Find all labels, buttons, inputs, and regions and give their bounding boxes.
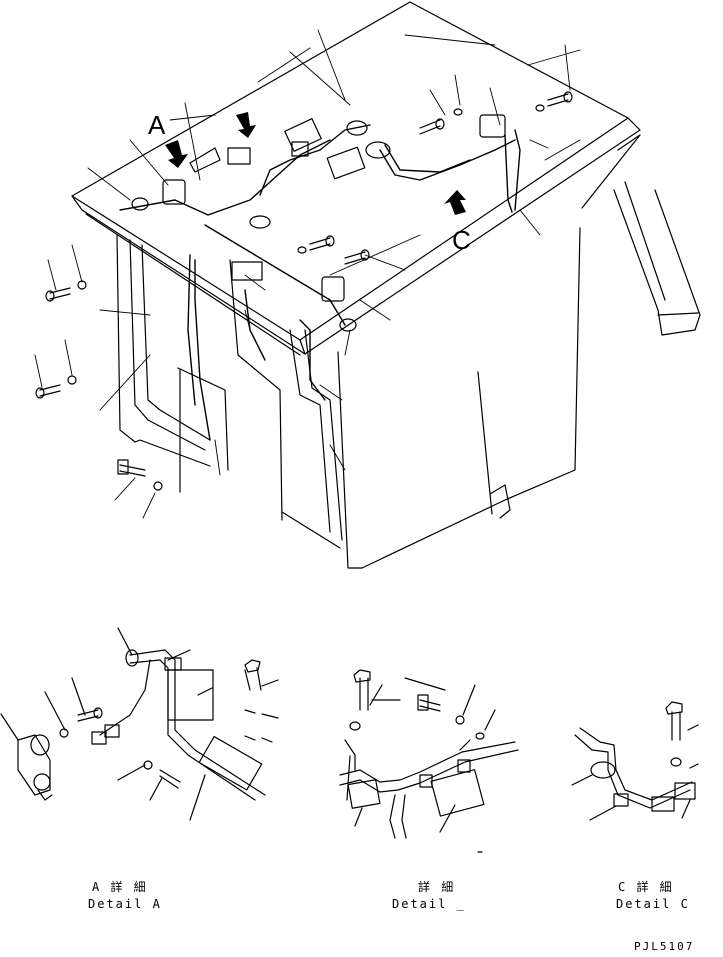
bolts bbox=[35, 91, 573, 491]
caption-c-jp: C 詳 細 bbox=[618, 880, 674, 894]
drawing-code: PJL5107 bbox=[634, 940, 695, 953]
components bbox=[131, 114, 506, 332]
callout-a: A bbox=[148, 110, 166, 140]
caption-a-jp: A 詳 細 bbox=[92, 880, 148, 894]
view-arrows bbox=[165, 112, 466, 215]
callout-c: C bbox=[452, 225, 471, 255]
detail-a bbox=[0, 627, 279, 821]
detail-c bbox=[571, 701, 699, 821]
detail-b bbox=[339, 669, 519, 853]
leader-lines bbox=[34, 29, 581, 519]
caption-a-en: Detail A bbox=[88, 897, 162, 911]
caption-c-en: Detail C bbox=[616, 897, 690, 911]
caption-b-en: Detail _ bbox=[392, 897, 466, 911]
caption-b-jp: 詳 細 bbox=[418, 880, 456, 894]
cab-roof-outline bbox=[71, 1, 641, 356]
cab-body-outline bbox=[116, 134, 641, 569]
wiring-harness bbox=[119, 124, 521, 441]
rear-pillar bbox=[613, 181, 701, 336]
door-frame bbox=[129, 239, 343, 541]
